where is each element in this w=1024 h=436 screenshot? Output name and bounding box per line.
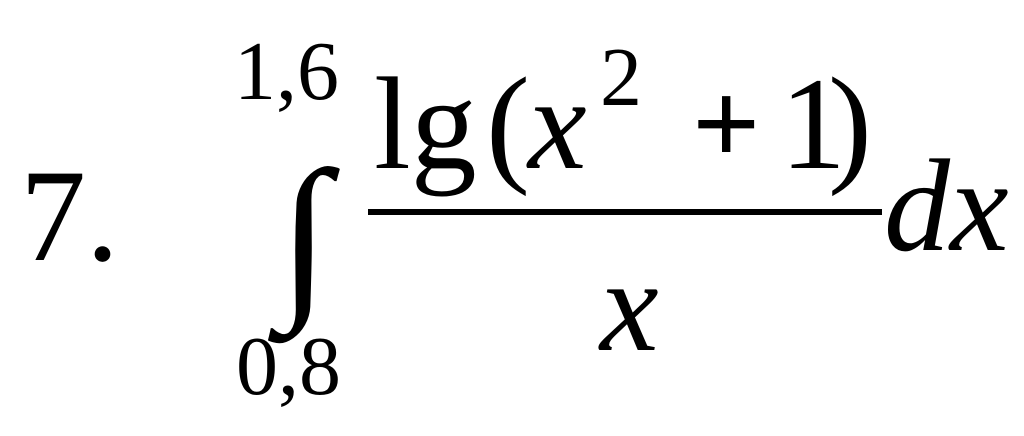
close-paren: ): [828, 50, 872, 197]
denominator: x: [600, 232, 659, 379]
fraction-bar: [368, 209, 882, 215]
open-paren: (: [486, 50, 530, 197]
plus-sign: +: [692, 57, 761, 190]
problem-number: 7.: [20, 142, 119, 289]
numerator-variable: x: [528, 50, 587, 197]
differential: dx: [884, 132, 1009, 279]
integral-sign: ∫: [278, 135, 331, 335]
upper-limit: 1,6: [234, 25, 339, 118]
lower-limit: 0,8: [236, 320, 341, 413]
exponent: 2: [600, 31, 642, 124]
constant: 1: [780, 50, 846, 197]
log-function: lg: [374, 50, 477, 197]
